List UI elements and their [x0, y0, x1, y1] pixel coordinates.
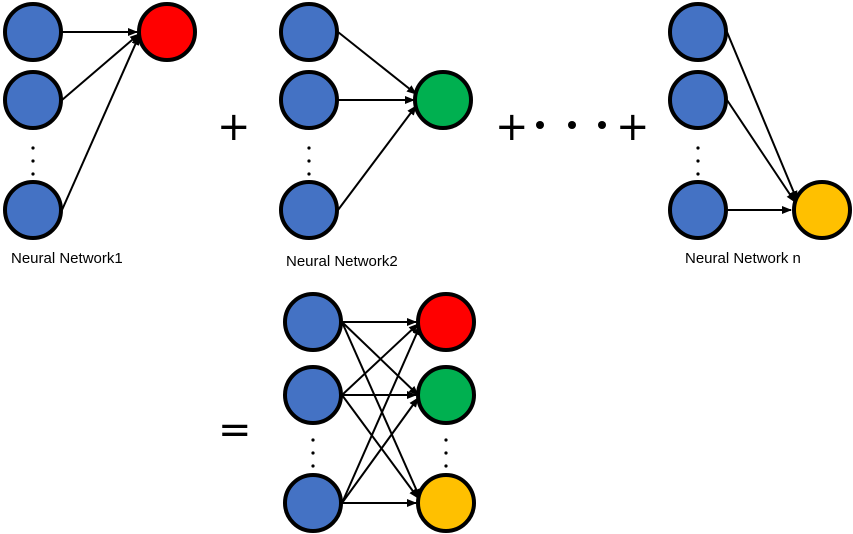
ellipsis-dot [307, 146, 311, 150]
edge [61, 33, 140, 101]
output-node-yellow [792, 180, 852, 240]
input-node [668, 70, 728, 130]
ellipsis-dot [696, 146, 700, 150]
combined-network [283, 292, 476, 533]
edge [337, 31, 417, 95]
input-node [279, 2, 339, 62]
input-node [3, 2, 63, 62]
ellipsis-dot [598, 121, 606, 129]
output-node-red [137, 2, 197, 62]
input-node [279, 70, 339, 130]
ellipsis-dot [536, 121, 544, 129]
edge [337, 105, 417, 211]
edge [726, 31, 798, 201]
ellipsis-dot [311, 464, 315, 468]
ellipsis-dot [696, 159, 700, 163]
ellipsis-dot [696, 172, 700, 176]
input-node [283, 473, 343, 533]
equals-operator: = [218, 407, 252, 453]
edge [341, 397, 419, 504]
ellipsis-dot [444, 464, 448, 468]
ellipsis-dot [444, 438, 448, 442]
input-node [668, 180, 728, 240]
input-node [3, 70, 63, 130]
ellipsis-sum-operator: + + [495, 104, 650, 150]
input-node [283, 365, 343, 425]
output-node-yellow [416, 473, 476, 533]
ellipsis-dot [307, 159, 311, 163]
network-n-label: Neural Network n [685, 250, 801, 267]
input-node [279, 180, 339, 240]
edge [61, 35, 140, 211]
ellipsis-dot [31, 146, 35, 150]
ellipsis-dot [444, 451, 448, 455]
ellipsis-dot [568, 121, 576, 129]
ellipsis-dot [311, 451, 315, 455]
plus-operator: + [217, 104, 251, 150]
output-node-green [416, 365, 476, 425]
network-2-label: Neural Network2 [286, 253, 398, 270]
ellipsis-dot [307, 172, 311, 176]
input-node [668, 2, 728, 62]
edge [726, 99, 796, 203]
ellipsis-dot [31, 172, 35, 176]
plus-operator: + [616, 104, 650, 150]
edge [341, 394, 419, 499]
plus-operator: + [495, 104, 529, 150]
network-1-label: Neural Network1 [11, 250, 123, 267]
network-n: Neural Network n [668, 2, 852, 267]
output-node-green [413, 70, 473, 130]
network-2: Neural Network2 [279, 2, 473, 270]
edge [341, 321, 421, 499]
input-node [283, 292, 343, 352]
ellipsis-dot [31, 159, 35, 163]
ellipsis-dot [311, 438, 315, 442]
network-1: Neural Network1 [3, 2, 197, 267]
output-node-red [416, 292, 476, 352]
edge [341, 323, 419, 396]
edge [341, 325, 421, 504]
input-node [3, 180, 63, 240]
